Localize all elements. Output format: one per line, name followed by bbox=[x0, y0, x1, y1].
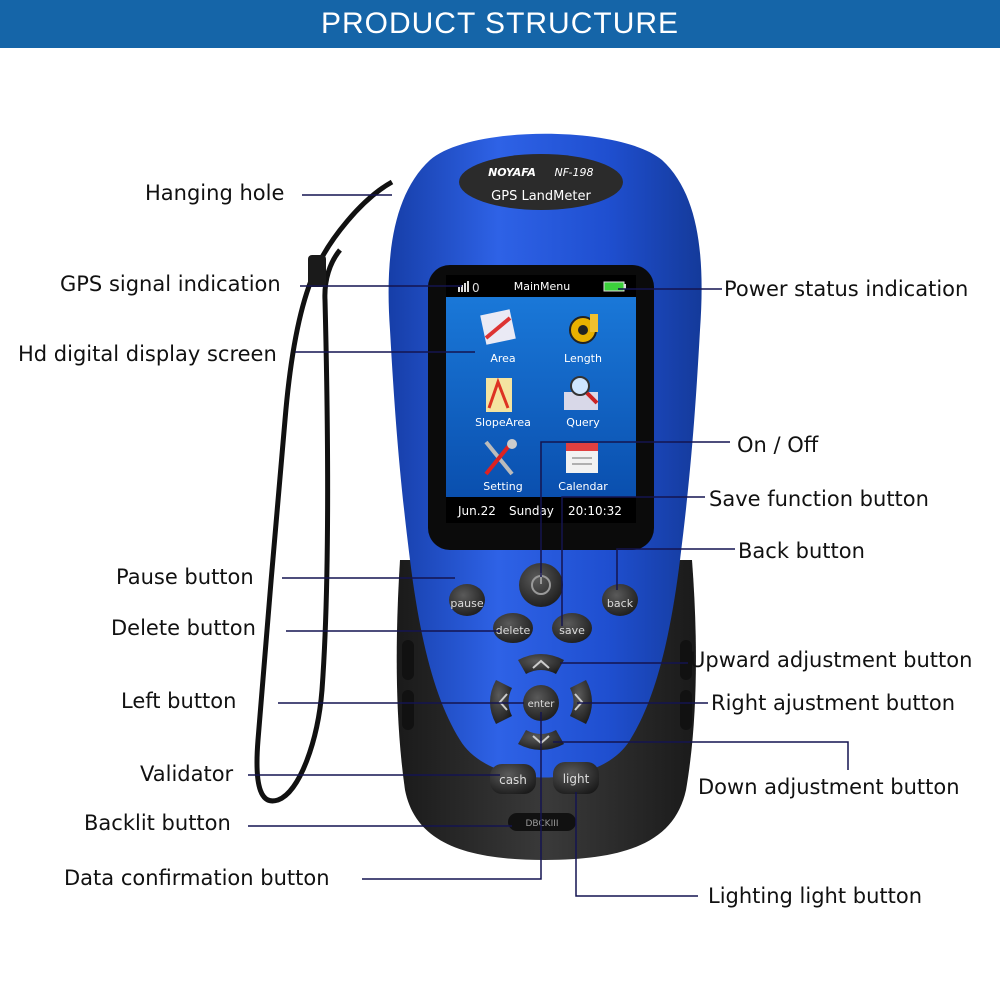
model-name: NF-198 bbox=[555, 166, 594, 179]
label-gps-signal: GPS signal indication bbox=[60, 272, 281, 296]
screen-menu-title: MainMenu bbox=[514, 280, 570, 293]
setting-tools-icon bbox=[484, 439, 517, 476]
pause-button: pause bbox=[449, 584, 485, 616]
bottom-badge: DBCKIII bbox=[508, 813, 576, 831]
query-magnifier-icon bbox=[564, 376, 599, 410]
label-on-off: On / Off bbox=[737, 433, 819, 457]
gps-signal-icon bbox=[458, 281, 469, 292]
page-title: PRODUCT STRUCTURE bbox=[320, 7, 680, 40]
label-validator: Validator bbox=[140, 762, 234, 786]
back-button-label: back bbox=[607, 597, 634, 610]
menu-item-length: Length bbox=[564, 352, 602, 365]
calendar-icon bbox=[566, 443, 598, 473]
label-lighting-button: Lighting light button bbox=[708, 884, 923, 908]
up-button bbox=[518, 654, 564, 674]
enter-button bbox=[523, 685, 559, 721]
label-down-button: Down adjustment button bbox=[698, 775, 960, 799]
label-right-button: Right ajustment button bbox=[711, 691, 956, 715]
gps-signal-value: 0 bbox=[472, 281, 480, 295]
device-name: GPS LandMeter bbox=[491, 189, 591, 204]
light-button: light bbox=[553, 762, 599, 794]
screen-weekday: Sunday bbox=[509, 504, 554, 518]
menu-item-slopearea: SlopeArea bbox=[475, 416, 531, 429]
menu-item-query: Query bbox=[566, 416, 600, 429]
battery-icon bbox=[603, 281, 626, 292]
label-pause-button: Pause button bbox=[116, 565, 254, 589]
area-map-icon bbox=[480, 309, 516, 345]
dpad: enter bbox=[490, 654, 592, 750]
save-button-label: save bbox=[559, 624, 585, 637]
pause-button-label: pause bbox=[450, 597, 483, 610]
label-display-screen: Hd digital display screen bbox=[18, 342, 277, 366]
delete-button-label: delete bbox=[496, 624, 531, 637]
enter-button-label: enter bbox=[528, 699, 556, 710]
page-banner: PRODUCT STRUCTURE bbox=[0, 0, 1000, 48]
label-back-button: Back button bbox=[738, 539, 865, 563]
cash-button: cash bbox=[490, 764, 536, 794]
lanyard-clip bbox=[308, 255, 326, 287]
label-backlit-button: Backlit button bbox=[84, 811, 231, 835]
grip-ridges bbox=[402, 640, 692, 730]
lanyard-strap bbox=[254, 179, 394, 804]
label-left-button: Left button bbox=[121, 689, 237, 713]
save-button: save bbox=[552, 613, 592, 643]
screen-date: Jun.22 bbox=[457, 504, 496, 518]
label-save-button: Save function button bbox=[709, 487, 929, 511]
screen-status-bar bbox=[446, 275, 636, 297]
menu-item-setting: Setting bbox=[483, 480, 522, 493]
slope-area-icon bbox=[486, 377, 512, 412]
back-button: back bbox=[602, 584, 638, 616]
brand-logo: NOYAFA bbox=[488, 166, 536, 179]
callout-lines bbox=[248, 194, 849, 897]
label-up-button: Upward adjustment button bbox=[690, 648, 973, 672]
light-button-label: light bbox=[563, 772, 590, 786]
logo-badge bbox=[459, 154, 623, 210]
cash-button-label: cash bbox=[499, 773, 527, 787]
screen-time: 20:10:32 bbox=[568, 504, 622, 518]
label-data-confirm: Data confirmation button bbox=[64, 866, 330, 890]
menu-item-calendar: Calendar bbox=[558, 480, 608, 493]
menu-item-area: Area bbox=[490, 352, 515, 365]
bottom-badge-text: DBCKIII bbox=[525, 819, 558, 829]
length-tape-icon bbox=[569, 314, 598, 344]
label-power-status: Power status indication bbox=[724, 277, 969, 301]
label-hanging-hole: Hanging hole bbox=[145, 181, 285, 205]
label-delete-button: Delete button bbox=[111, 616, 256, 640]
delete-button: delete bbox=[493, 613, 533, 643]
